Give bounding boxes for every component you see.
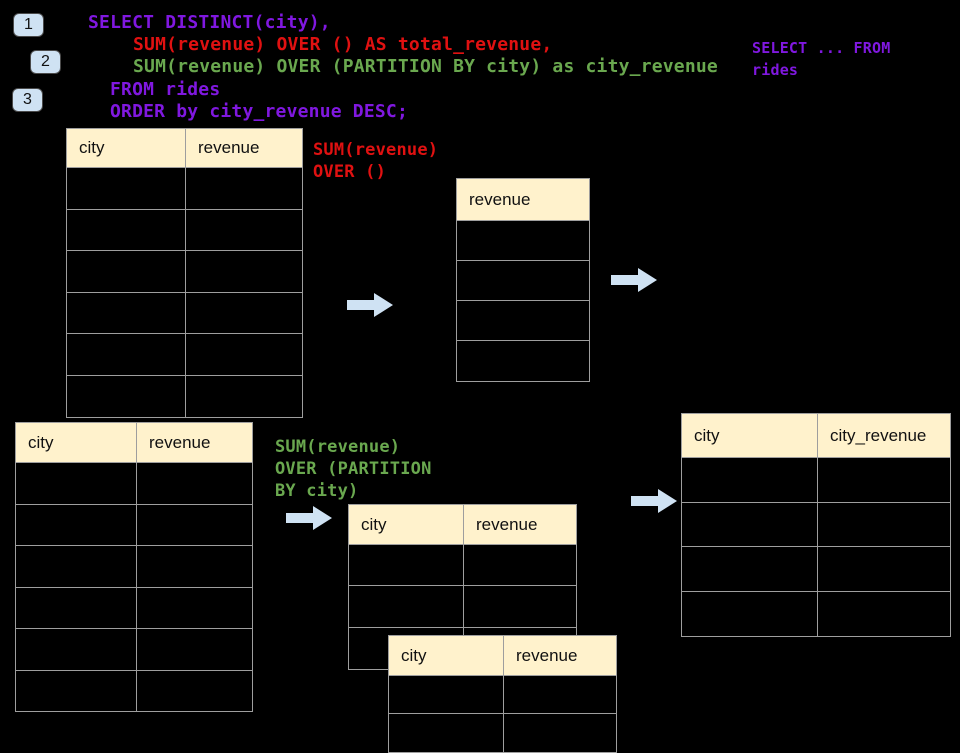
table-row [16, 463, 252, 505]
table-row [16, 504, 252, 547]
table-row [16, 670, 252, 711]
side-note-line1: SELECT ... FROM [752, 39, 891, 57]
table-source-bottom: city revenue [15, 422, 253, 712]
table-header: revenue [457, 179, 589, 221]
column-header-city: city [349, 505, 464, 544]
table-row [67, 168, 302, 210]
table-header: city revenue [349, 505, 576, 545]
table-row [682, 502, 950, 547]
table-row [682, 547, 950, 592]
annotation-total: SUM(revenue)OVER () [313, 139, 438, 183]
table-row [389, 676, 616, 714]
table-row [682, 458, 950, 503]
table-row [67, 334, 302, 376]
table-partition-step2: city revenue [388, 635, 617, 753]
sql-line-order: ORDER by city_revenue DESC; [110, 101, 408, 122]
column-header-revenue: revenue [149, 432, 211, 452]
column-header-revenue: revenue [469, 189, 531, 209]
step-badge-2: 2 [30, 50, 61, 74]
table-source-top: city revenue [66, 128, 303, 418]
annotation-partition-line3: BY city) [275, 481, 359, 501]
table-row [16, 587, 252, 630]
annotation-partition-line2: OVER (PARTITION [275, 459, 432, 479]
step-badge-3: 3 [12, 88, 43, 112]
table-header: city revenue [67, 129, 302, 168]
table-row [457, 341, 589, 381]
slide-canvas: { "palette": { "purple": "#8018E0", "red… [12, 12, 951, 753]
sql-line-select: SELECT DISTINCT(city), [88, 12, 331, 33]
table-row [457, 221, 589, 261]
table-row [67, 292, 302, 334]
arrow-right-icon [631, 489, 677, 513]
table-row [457, 261, 589, 301]
column-header-city: city [682, 414, 818, 457]
sql-line-from: FROM rides [110, 79, 221, 100]
table-row [349, 586, 576, 628]
column-header-revenue: revenue [198, 138, 260, 157]
column-header-revenue: revenue [476, 514, 538, 534]
table-header: city revenue [16, 423, 252, 463]
table-row [67, 251, 302, 293]
column-header-city: city [16, 423, 137, 462]
table-row [682, 591, 950, 636]
annotation-total-line2: OVER () [313, 162, 387, 182]
side-note: SELECT ... FROM rides [752, 37, 890, 81]
table-row [16, 629, 252, 671]
column-header-city-revenue: city_revenue [830, 425, 927, 445]
arrow-right-icon [347, 293, 393, 317]
arrow-right-icon [286, 506, 332, 530]
annotation-total-line1: SUM(revenue) [313, 140, 439, 160]
sql-line-partition: SUM(revenue) OVER (PARTITION BY city) as… [133, 56, 718, 77]
table-header: city revenue [389, 636, 616, 676]
column-header-revenue: revenue [516, 645, 578, 665]
annotation-partition-line1: SUM(revenue) [275, 437, 401, 457]
table-header: city city_revenue [682, 414, 950, 458]
table-row [16, 546, 252, 588]
arrow-right-icon [611, 268, 657, 292]
table-row [67, 209, 302, 251]
sql-line-total: SUM(revenue) OVER () AS total_revenue, [133, 34, 553, 55]
table-row [349, 545, 576, 587]
table-partition-result: city city_revenue [681, 413, 951, 637]
step-badge-1: 1 [13, 13, 44, 37]
column-header-city: city [389, 636, 504, 675]
table-row [67, 375, 302, 417]
side-note-line2: rides [752, 61, 799, 79]
table-row [457, 301, 589, 341]
table-total-result: revenue [456, 178, 590, 382]
column-header-city: city [67, 129, 186, 167]
table-partition-step1: city revenue [348, 504, 577, 670]
